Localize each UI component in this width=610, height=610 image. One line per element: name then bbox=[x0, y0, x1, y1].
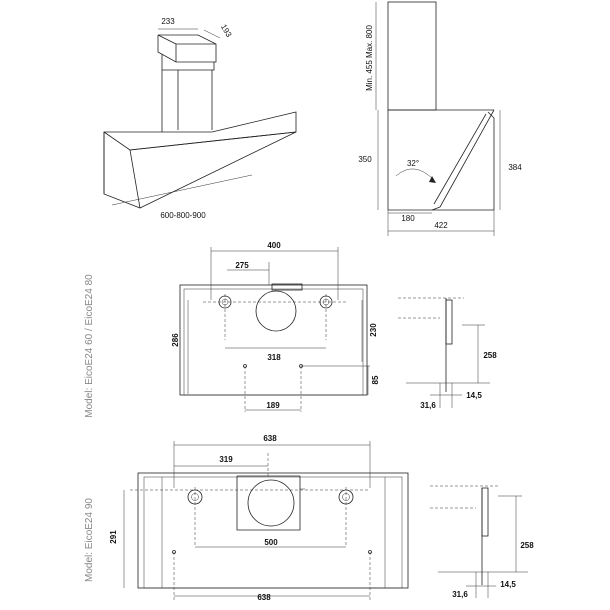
m1-hole-spacing-label: 318 bbox=[267, 353, 281, 362]
m2-width-bottom-label: 638 bbox=[257, 593, 271, 602]
m2-side-depth-a-label: 31,6 bbox=[452, 590, 468, 599]
side-view-drawing: 32° Min. 455 Max. 800 350 384 180 422 bbox=[358, 1, 522, 236]
hood-width-label: 600-800-900 bbox=[160, 211, 206, 220]
model1-front-view: 400 275 318 286 230 85 189 bbox=[171, 241, 380, 412]
m2-height-left-label: 291 bbox=[109, 530, 118, 544]
isometric-hood-drawing: 600-800-900 233 193 bbox=[103, 17, 297, 220]
m1-width-top-label: 400 bbox=[267, 241, 281, 250]
m1-height-left-label: 286 bbox=[171, 333, 180, 347]
model2-label: Model: EicoE24 90 bbox=[84, 498, 95, 582]
m2-side-depth-b-label: 14,5 bbox=[500, 580, 516, 589]
hood-height-label: 350 bbox=[358, 155, 372, 164]
m1-side-depth-a-label: 31,6 bbox=[420, 401, 436, 410]
depth-small-label: 180 bbox=[401, 214, 415, 223]
chimney-width-label: 233 bbox=[161, 17, 175, 26]
angle-label: 32° bbox=[407, 159, 419, 168]
model2-side-view: 258 31,6 14,5 bbox=[430, 485, 534, 599]
model1-label: Model: EicoE24 60 / EicoE24 80 bbox=[84, 274, 95, 418]
chimney-height-label: Min. 455 Max. 800 bbox=[365, 25, 374, 91]
m1-side-depth-b-label: 14,5 bbox=[466, 391, 482, 400]
m2-side-height-label: 258 bbox=[520, 541, 534, 550]
model2-front-view: 638 319 500 291 638 bbox=[109, 434, 409, 602]
chimney-depth-label: 193 bbox=[219, 23, 234, 40]
m1-bottom-offset-label: 85 bbox=[371, 375, 380, 384]
m1-inner-width-label: 275 bbox=[235, 261, 249, 270]
m1-side-height-label: 258 bbox=[483, 351, 497, 360]
m2-hole-spacing-label: 500 bbox=[264, 538, 278, 547]
m1-height-right-label: 230 bbox=[369, 323, 378, 337]
model1-side-view: 258 31,6 14,5 bbox=[398, 297, 497, 410]
depth-total-label: 422 bbox=[434, 221, 448, 230]
m2-inner-width-label: 319 bbox=[219, 455, 233, 464]
m2-width-top-label: 638 bbox=[263, 434, 277, 443]
m1-lower-width-label: 189 bbox=[266, 401, 280, 410]
total-height-label: 384 bbox=[508, 163, 522, 172]
